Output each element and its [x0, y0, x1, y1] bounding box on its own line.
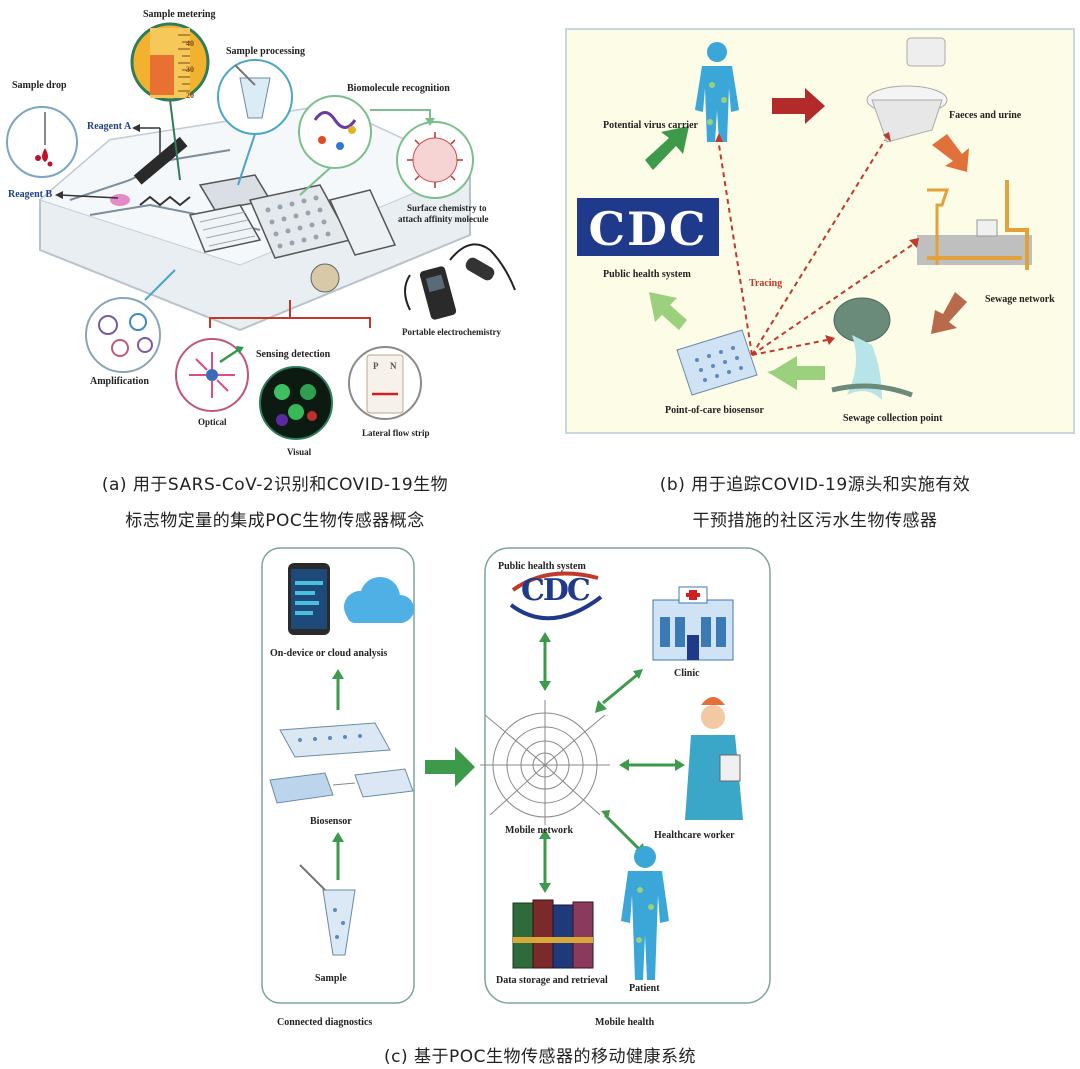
arrow-cdc-to-carrier [645, 126, 689, 170]
panel-c: On-device or cloud analysis Biosensor Sa… [255, 545, 775, 1035]
lateral-flow-strip [366, 354, 404, 414]
label-potential-virus-carrier: Potential virus carrier [603, 120, 698, 131]
panel-a: Sample metering Sample processing Sample… [0, 0, 540, 460]
label-connected-diagnostics: Connected diagnostics [277, 1017, 373, 1028]
label-public-health-system-c: Public health system [498, 561, 586, 572]
toilet-icon [866, 37, 948, 143]
ruler-tick-20: 20 [186, 91, 194, 100]
label-visual: Visual [287, 447, 312, 457]
label-lateral-flow-strip: Lateral flow strip [362, 428, 430, 438]
biosensor-chip-c-icon [269, 722, 414, 804]
electrode [310, 263, 340, 293]
label-faeces-and-urine: Faeces and urine [949, 110, 1022, 121]
tracing-lines [718, 139, 913, 356]
caption-c: (c) 基于POC生物传感器的移动健康系统 [383, 1047, 697, 1067]
person-carrier-icon [695, 42, 739, 142]
label-portable-electrochemistry: Portable electrochemistry [402, 327, 502, 337]
cdc-swoosh-logo [509, 571, 603, 621]
caption-a-line2: 标志物定量的集成POC生物传感器概念 [125, 511, 425, 531]
label-sewage-network: Sewage network [985, 294, 1055, 305]
caption-b-line1: (b) 用于追踪COVID-19源头和实施有效 [659, 475, 971, 495]
strip-p-mark: P [373, 361, 379, 371]
label-healthcare-worker: Healthcare worker [654, 830, 735, 841]
reagent-a-well [133, 136, 188, 185]
label-sample: Sample [315, 973, 347, 984]
label-sensing-detection: Sensing detection [256, 349, 331, 360]
healthcare-worker-icon [685, 697, 743, 820]
label-public-health-system-b: Public health system [603, 269, 691, 280]
connected-diagnostics-box [261, 547, 415, 1004]
reagent-b-well [110, 194, 130, 206]
amplification-circle [85, 297, 161, 373]
spider-web-icon [480, 700, 610, 825]
cloud-icon [344, 577, 414, 623]
sewage-collection-icon [831, 297, 913, 400]
cdc-swoosh-text: CDC [521, 573, 591, 608]
sewage-network-icon [917, 180, 1032, 270]
caption-a-line1: (a) 用于SARS-CoV-2识别和COVID-19生物 [101, 475, 449, 495]
ruler-tick-40: 40 [186, 39, 194, 48]
panel-a-illustration [6, 22, 516, 440]
label-patient: Patient [629, 983, 660, 994]
visual-circle [259, 366, 333, 440]
label-data-storage: Data storage and retrieval [496, 975, 608, 986]
mobile-health-box [484, 547, 771, 1004]
label-amplification: Amplification [90, 376, 149, 387]
label-optical: Optical [198, 417, 227, 427]
label-surface-chemistry: Surface chemistry to [407, 203, 487, 213]
clinic-building-icon [652, 586, 734, 661]
amplification-chamber [188, 204, 262, 253]
ruler-tick-30: 30 [186, 65, 194, 74]
sample-tube-icon [322, 889, 356, 956]
label-on-device-cloud: On-device or cloud analysis [270, 648, 388, 659]
sample-drop-circle [6, 106, 78, 178]
label-sample-processing: Sample processing [226, 46, 305, 57]
panel-c-illustration [261, 547, 771, 1004]
label-sample-drop: Sample drop [12, 80, 67, 91]
label-tracing: Tracing [749, 278, 783, 289]
arrow-diagnostics-to-mobile [425, 747, 475, 787]
panel-b-illustration [577, 37, 1032, 400]
label-sample-metering: Sample metering [143, 9, 216, 20]
label-biosensor: Biosensor [310, 816, 352, 827]
label-clinic: Clinic [674, 668, 700, 679]
cdc-logo-box [577, 198, 719, 256]
biomolecule-recognition-circle [298, 95, 372, 169]
electrode-chamber [328, 189, 397, 256]
label-biomolecule-recognition: Biomolecule recognition [347, 83, 450, 94]
label-sewage-collection-point: Sewage collection point [843, 413, 943, 424]
label-reagent-a: Reagent A [87, 121, 132, 132]
panel-b: Potential virus carrier Faeces and urine… [565, 28, 1075, 434]
label-point-of-care-biosensor: Point-of-care biosensor [665, 405, 764, 416]
potentiostat-device [419, 266, 457, 320]
caption-b-line2: 干预措施的社区污水生物传感器 [692, 511, 938, 531]
patient-figure-icon [621, 846, 669, 980]
label-surface-chemistry-2: attach affinity molecule [398, 214, 489, 224]
arrow-biosensor-to-cdc [649, 292, 687, 330]
label-mobile-health: Mobile health [595, 1017, 655, 1028]
label-reagent-b: Reagent B [8, 189, 53, 200]
arrow-carrier-to-toilet [772, 88, 825, 124]
arrow-toilet-to-sewage [932, 134, 969, 172]
cdc-logo-text: CDC [588, 202, 708, 256]
biosensor-chip-icon [676, 329, 758, 396]
label-mobile-network: Mobile network [505, 825, 574, 836]
arrow-sewage-to-collection [931, 292, 967, 334]
data-storage-books-icon [512, 899, 594, 969]
strip-n-mark: N [390, 361, 397, 371]
